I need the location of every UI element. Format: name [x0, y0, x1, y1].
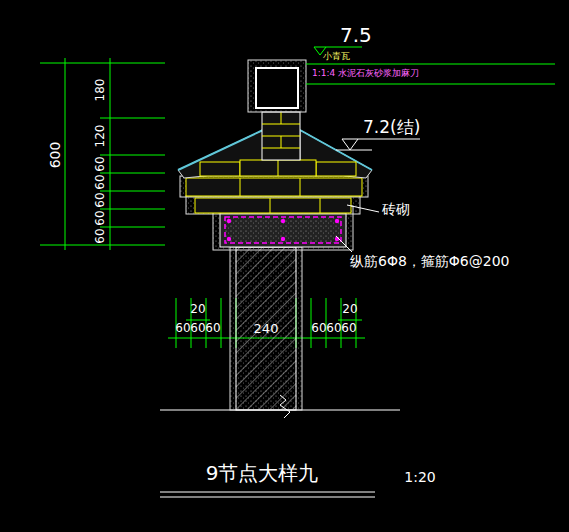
drawing-g [40, 58, 165, 250]
dimension-value: 60 [205, 322, 220, 335]
material-note: 1:1:4 水泥石灰砂浆加麻刀 [312, 69, 419, 79]
drawing-line [306, 64, 555, 65]
material-note: 砖砌 [382, 202, 410, 217]
drawing-line [311, 298, 312, 348]
drawing-line [40, 63, 165, 64]
drawing-polyline [280, 395, 290, 418]
drawing-line [160, 492, 375, 493]
drawing-rect [262, 112, 300, 160]
material-note: 小青瓦 [323, 52, 350, 62]
drawing-line [100, 173, 165, 174]
drawing-line [110, 58, 111, 250]
elevation-mark: 7.2(结) [363, 118, 420, 137]
drawing-rect [220, 213, 346, 247]
drawing-line [100, 227, 165, 228]
dimension-value: 60 [94, 174, 107, 189]
drawing-rect [230, 247, 302, 410]
drawing-circle [335, 219, 339, 223]
drawing-g [336, 205, 379, 252]
drawing-rect [236, 247, 296, 410]
drawing-rect [256, 68, 298, 108]
drawing-g [227, 219, 339, 241]
drawing-rect [316, 162, 356, 176]
dimension-value: 60 [341, 322, 356, 335]
drawing-line [306, 84, 555, 85]
drawing-line [320, 198, 321, 213]
drawing-g [262, 112, 300, 148]
drawing-line [281, 136, 282, 148]
drawing-line [100, 155, 165, 156]
drawing-rect [248, 60, 306, 112]
drawing-line [270, 198, 271, 213]
dimension-value: 60 [94, 210, 107, 225]
drawing-circle [227, 219, 231, 223]
dimension-value: 60 [94, 192, 107, 207]
drawing-g [336, 139, 420, 150]
drawing-line [338, 320, 362, 321]
dimension-value: 600 [48, 142, 63, 169]
rebar-note: 纵筋6Φ8，箍筋Φ6@200 [350, 254, 509, 269]
drawing-line [314, 47, 362, 48]
drawing-rect [186, 196, 360, 214]
drawing-line [100, 191, 165, 192]
drawing-rect [180, 176, 368, 197]
drawing-rect [240, 160, 316, 176]
elevation-mark: 7.5 [340, 24, 372, 46]
dimension-value: 120 [94, 125, 107, 148]
dimension-value: 60 [94, 228, 107, 243]
drawing-line [336, 150, 372, 151]
drawing-line [65, 58, 66, 250]
drawing-line [342, 139, 420, 140]
drawing-circle [281, 219, 285, 223]
drawing-line [240, 178, 241, 196]
dimension-value: 240 [254, 322, 279, 336]
dimension-value: 60 [175, 322, 190, 335]
drawing-rect [195, 198, 351, 213]
drawing-rect [225, 217, 341, 243]
dimension-value: 60 [94, 156, 107, 171]
drawing-g [160, 492, 375, 497]
drawing-circle [281, 237, 285, 241]
dimension-value: 20 [190, 303, 205, 316]
drawing-line [100, 209, 165, 210]
drawing-polyline [342, 139, 358, 150]
drawing-line [300, 178, 301, 196]
dimension-value: 60 [326, 322, 341, 335]
drawing-line [278, 160, 279, 176]
drawing-g [200, 160, 356, 176]
drawing-line [221, 298, 222, 348]
drawing-title: 9节点大样九 [206, 462, 319, 484]
drawing-line [40, 245, 165, 246]
drawing-rect [186, 178, 362, 196]
drawing-line [186, 320, 210, 321]
drawing-line [160, 497, 375, 498]
dimension-value: 20 [342, 303, 357, 316]
drawing-g [306, 47, 555, 84]
drawing-g [240, 178, 320, 213]
dimension-value: 60 [190, 322, 205, 335]
scale-note: 1:20 [404, 470, 435, 485]
drawing-circle [227, 237, 231, 241]
drawing-line [336, 236, 352, 252]
drawing-line [281, 112, 282, 124]
drawing-rect [200, 162, 240, 176]
drawing-g [278, 160, 279, 176]
dimension-value: 60 [311, 322, 326, 335]
dimension-value: 180 [94, 79, 107, 102]
drawing-line [100, 118, 165, 119]
drawing-line [347, 205, 379, 212]
